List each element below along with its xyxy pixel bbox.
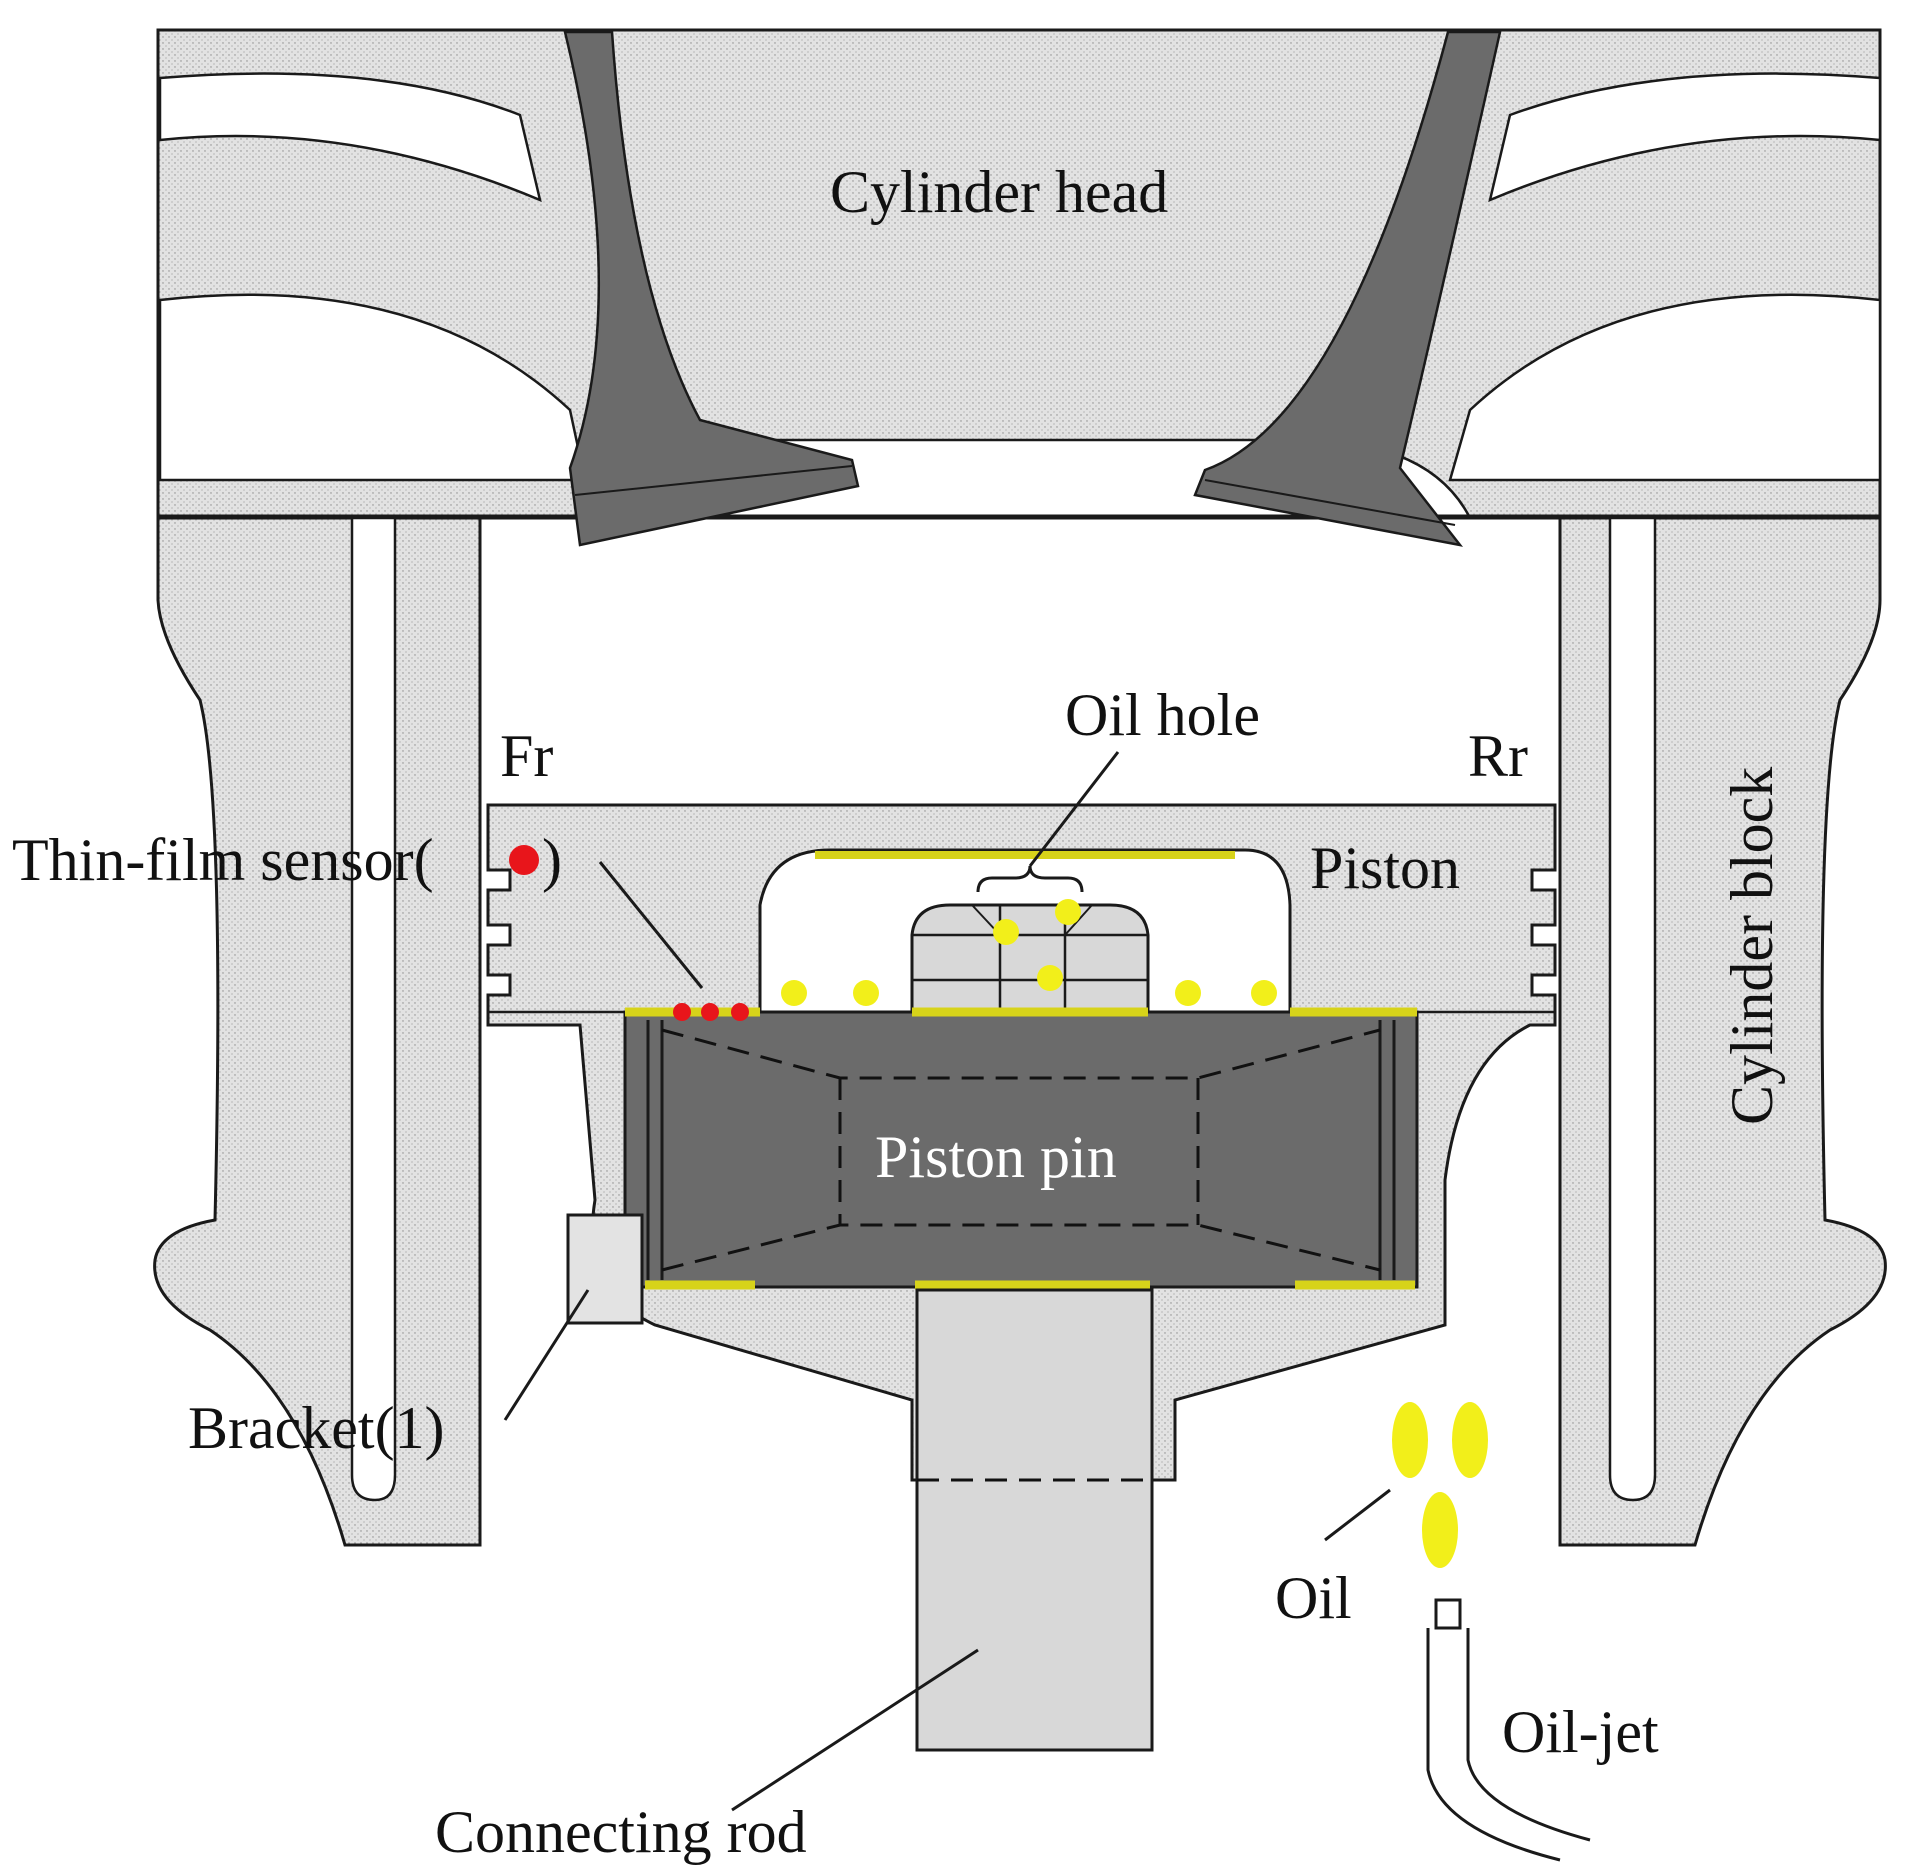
connecting-rod [915,1288,1154,1752]
sensor-legend-dot [509,845,539,875]
label-connecting-rod: Connecting rod [435,1799,807,1865]
exhaust-valve [1193,30,1502,547]
oil-jet-nozzle [1426,1598,1591,1862]
label-cylinder-block: Cylinder block [1719,767,1785,1125]
label-cylinder-head: Cylinder head [830,159,1168,225]
oil-jet-drop [1422,1492,1458,1568]
sensor-dot [731,1003,749,1021]
oil-drop [1175,980,1201,1006]
label-oil-jet: Oil-jet [1502,1699,1659,1765]
thin-film-sensor-text: Thin-film sensor( [12,827,434,893]
label-bracket: Bracket(1) [188,1395,445,1461]
sensor-dot [701,1003,719,1021]
leader-lines [503,751,1391,1812]
cylinder-block-left [153,516,482,1547]
label-oil: Oil [1275,1565,1352,1631]
cylinder-head [156,28,1882,520]
bracket [566,1213,644,1325]
oil-drop [1055,899,1081,925]
label-oil-hole: Oil hole [1065,682,1260,748]
thin-film-sensors [673,1003,749,1021]
cylinder-block-right [1558,516,1887,1547]
oil-drop [853,980,879,1006]
label-front: Fr [500,723,553,789]
oil-drop [781,980,807,1006]
oil-jet-drop [1452,1402,1488,1478]
label-rear: Rr [1468,723,1528,789]
label-piston: Piston [1310,835,1460,901]
thin-film-sensor-close: ) [542,827,562,893]
oil-drop [1037,965,1063,991]
oil-drop [993,919,1019,945]
oil-jet-drop [1392,1402,1428,1478]
intake-valve [563,30,860,547]
sensor-dot [673,1003,691,1021]
oil-drop [1251,980,1277,1006]
oil-drops [781,899,1488,1568]
piston-pin [623,1007,1419,1290]
label-piston-pin: Piston pin [875,1124,1117,1190]
label-thin-film-sensor: Thin-film sensor( ) [12,827,562,893]
